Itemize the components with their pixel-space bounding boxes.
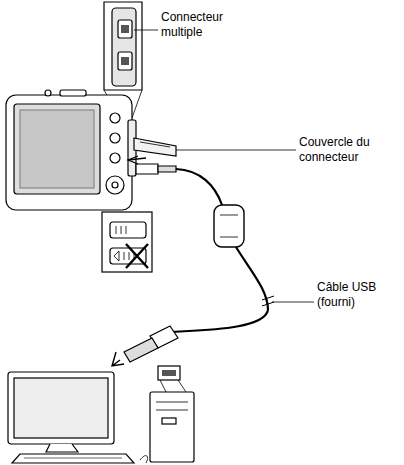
callout-label: Câble USB (fourni): [316, 280, 402, 310]
callout-label: Connecteur multiple: [160, 10, 252, 40]
callout-label: Couvercle du connecteur: [298, 135, 400, 165]
